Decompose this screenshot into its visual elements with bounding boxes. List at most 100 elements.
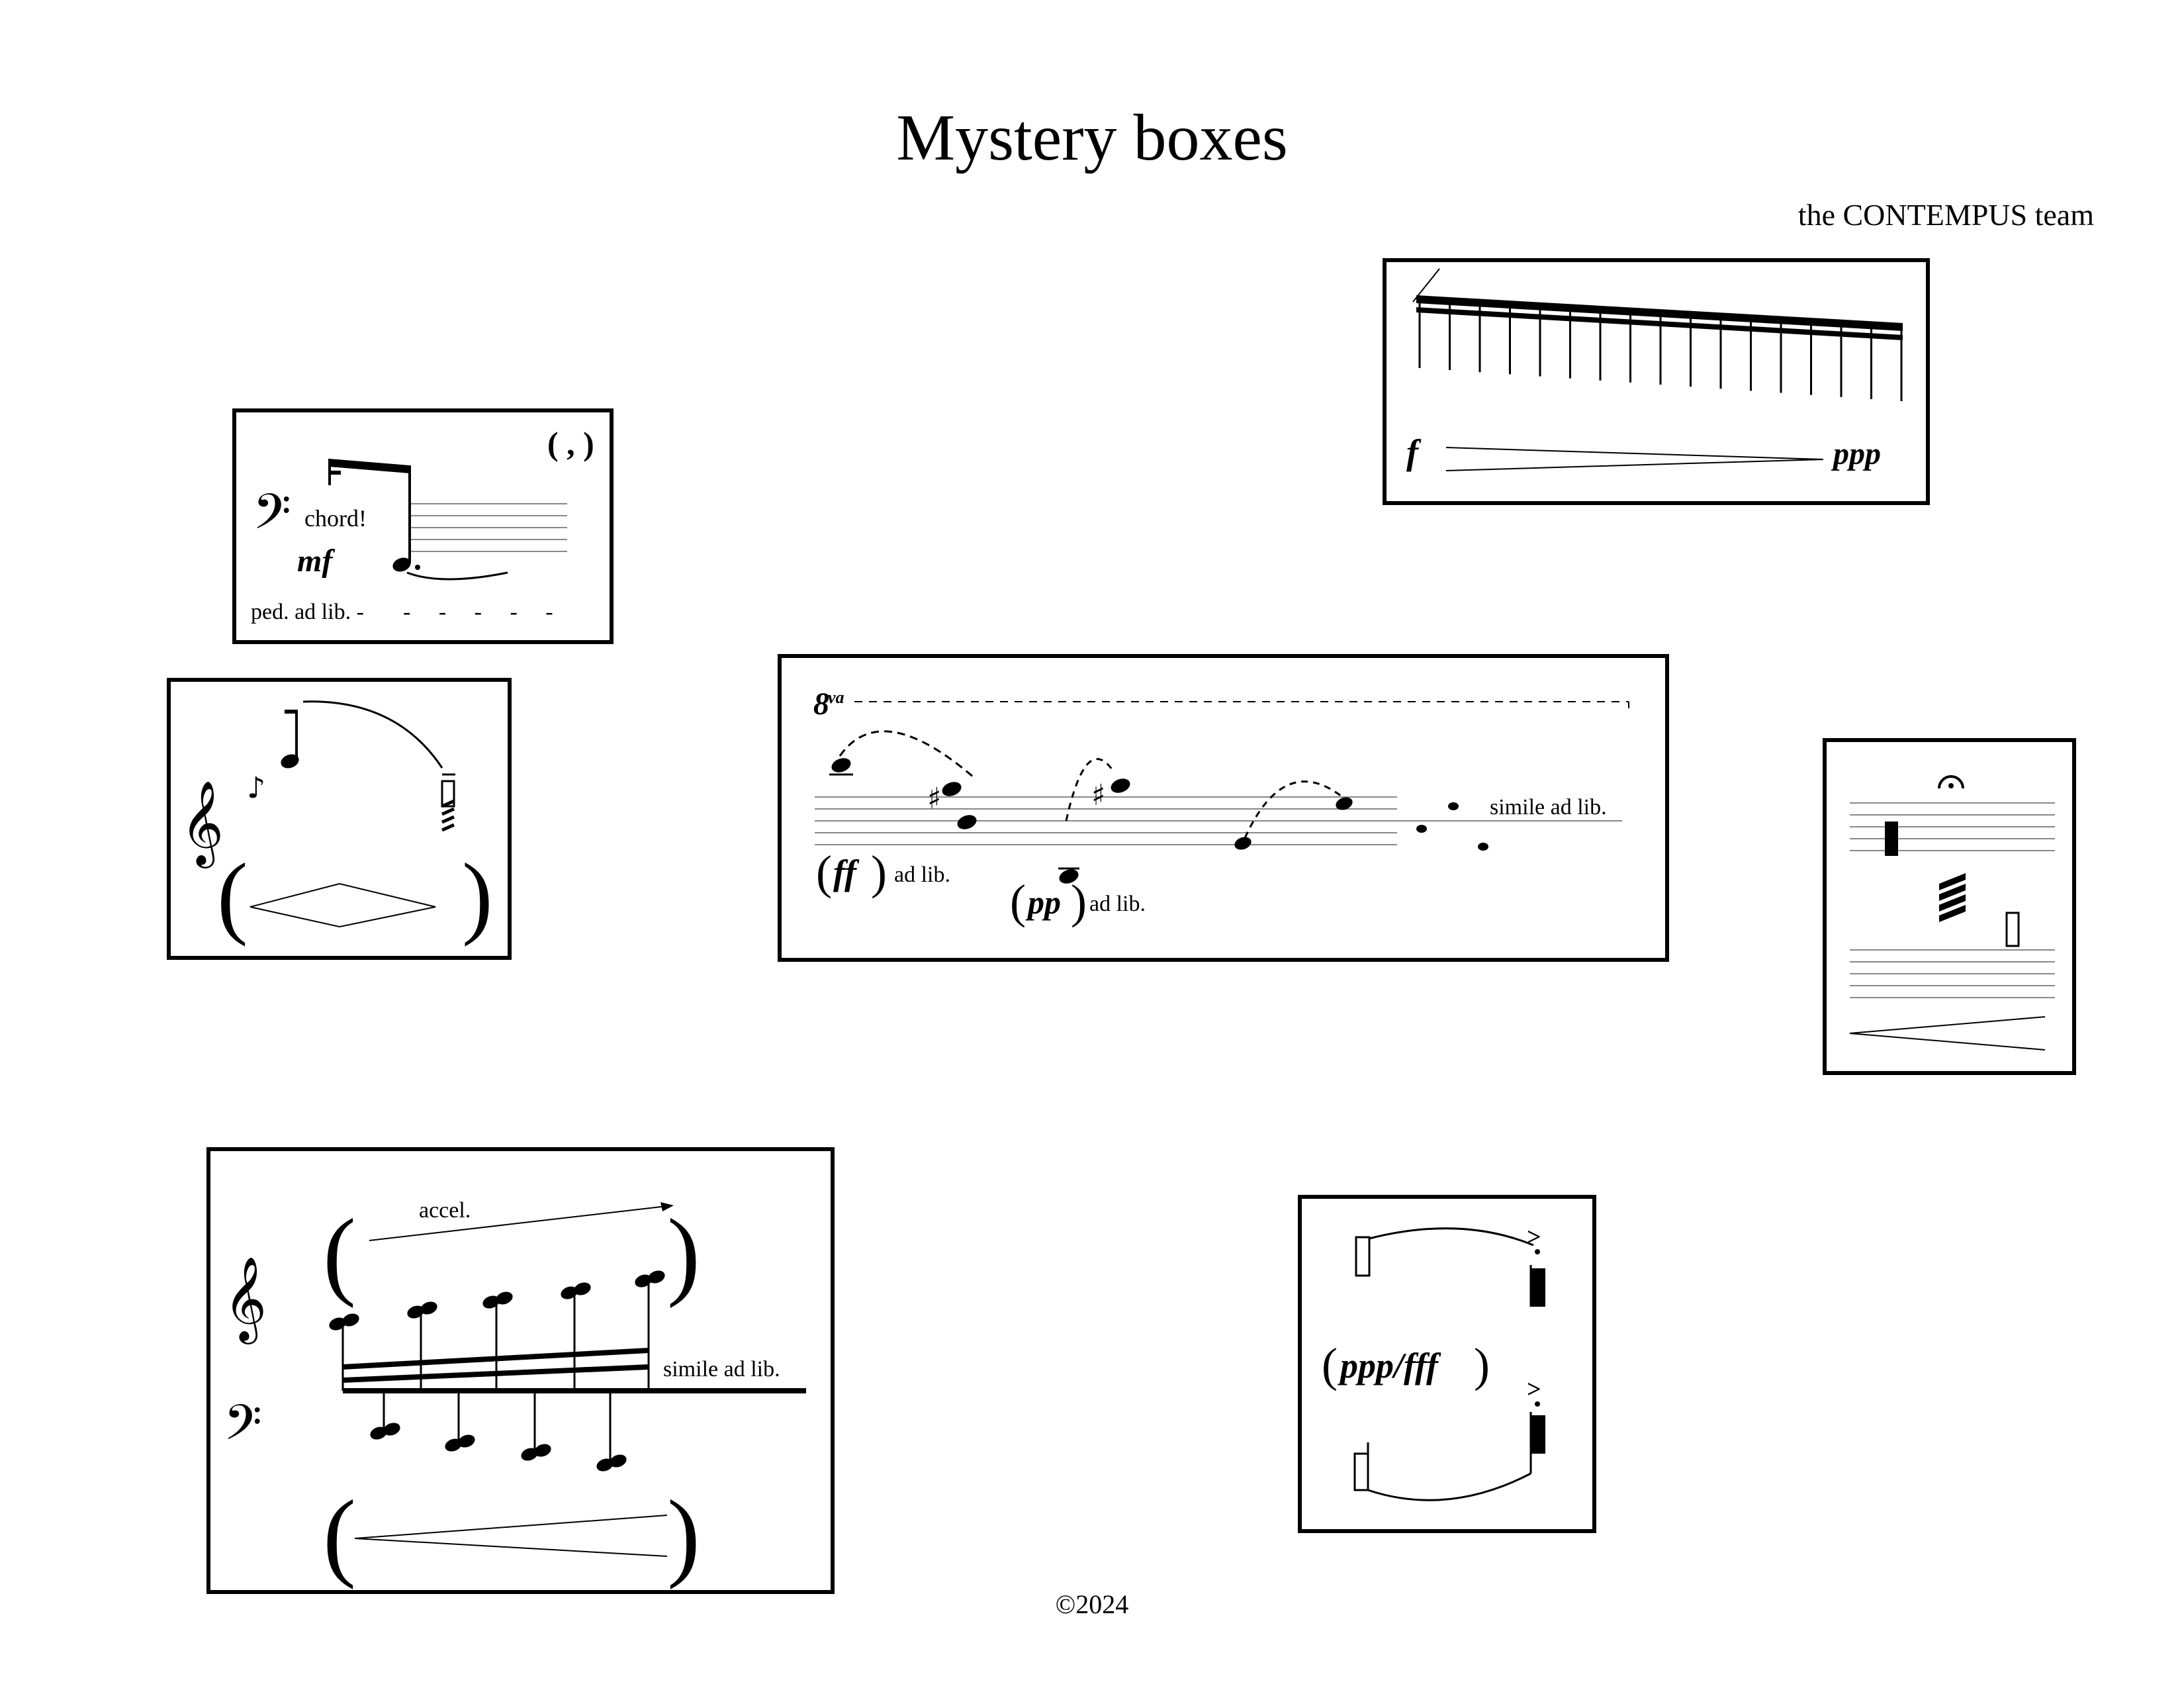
note-head — [496, 1291, 513, 1305]
note-head — [521, 1448, 538, 1461]
beam — [329, 459, 410, 473]
hairpin-diamond — [250, 882, 436, 928]
note-head — [574, 1282, 591, 1295]
paren-open: ( — [1322, 1338, 1338, 1391]
tie — [406, 571, 508, 581]
filled-note-bottom — [1531, 1415, 1545, 1454]
slur — [302, 700, 443, 769]
paren-open-top: ( — [323, 1199, 356, 1309]
grace-note-notation: 𝄞 ♪ ( ) — [181, 700, 493, 947]
simile-ad-lib: simile ad lib. — [1490, 795, 1607, 820]
paren-close-top: ) — [667, 1199, 700, 1309]
paren-open-ff: ( — [816, 846, 832, 899]
pedal-marking: ped. ad lib. - — [251, 600, 364, 624]
dynamic-f: f — [1406, 432, 1422, 472]
tremolo-notation: f ppp — [1406, 268, 1903, 472]
dynamic-ppp-fff: ppp/fff — [1338, 1346, 1441, 1385]
accel-notation: ( ) accel. 𝄞 𝄢 simile ad lib. ( ) — [224, 1198, 806, 1590]
note-head — [383, 1423, 400, 1436]
hairpin-open-paren: ( — [217, 845, 248, 947]
open-note-bottom — [1353, 1452, 1369, 1491]
note-head — [635, 1274, 652, 1288]
open-note — [2005, 912, 2020, 947]
ottava-mark: 8 — [813, 686, 829, 722]
note-head — [482, 1295, 500, 1309]
decrescendo-hairpin — [1445, 447, 1824, 471]
fermata-notation — [1849, 775, 2055, 1051]
slur-dashed-3 — [1244, 780, 1345, 839]
accent-notation: > ( ppp/fff ) > — [1322, 1223, 1545, 1501]
chord-box[interactable]: 𝄢 chord! mf ped. ad lib. - - - - - - ( ,… — [232, 408, 614, 644]
copyright-notice: ©2024 — [1055, 1589, 1129, 1619]
slur-bottom — [1367, 1472, 1531, 1501]
sharp-icon: ♯ — [927, 782, 941, 816]
pedal-dashes: - - - - - — [403, 600, 553, 624]
note-head — [534, 1444, 551, 1457]
note-head — [342, 1313, 359, 1327]
ad-lib-1: ad lib. — [894, 863, 950, 887]
staff-bar — [343, 1388, 806, 1393]
accent-icon-2: > — [1527, 1376, 1541, 1403]
simile-ad-lib: simile ad lib. — [663, 1357, 780, 1382]
dynamic-ff: ff — [833, 853, 860, 892]
chord-label: chord! — [304, 505, 367, 532]
paren-open-pp: ( — [1010, 875, 1026, 928]
ottava-notation: 8 va ♯ ♯ simile ad lib. ( ff ) ad — [813, 686, 1629, 928]
decrescendo-hairpin — [354, 1515, 668, 1557]
treble-clef-icon: 𝄞 — [224, 1256, 267, 1344]
note-head — [420, 1301, 437, 1315]
note-head — [610, 1454, 627, 1468]
sharp-icon-2: ♯ — [1091, 778, 1105, 812]
ottava-superscript: va — [828, 688, 844, 707]
note-head — [561, 1286, 578, 1299]
note-head — [329, 1317, 346, 1331]
ad-lib-2: ad lib. — [1089, 892, 1146, 916]
dotted-note — [392, 557, 411, 572]
accel-notes — [329, 1270, 665, 1472]
note-head — [445, 1438, 462, 1452]
note-head — [596, 1458, 614, 1472]
accel-box[interactable]: ( ) accel. 𝄞 𝄢 simile ad lib. ( ) — [206, 1147, 835, 1594]
staff-lines — [815, 796, 1397, 845]
bass-clef-icon: 𝄢 — [224, 1394, 262, 1464]
chord-box-notation: 𝄢 chord! mf ped. ad lib. - - - - - - ( ,… — [251, 425, 594, 624]
paren-close-pp: ) — [1071, 875, 1087, 928]
filled-note-top — [1531, 1268, 1545, 1307]
fermata-icon — [1938, 775, 1964, 789]
accent-box[interactable]: > ( ppp/fff ) > — [1298, 1195, 1596, 1533]
breath-mark: ( , ) — [547, 425, 594, 462]
rest-block — [1885, 821, 1898, 856]
ottava-box[interactable]: 8 va ♯ ♯ simile ad lib. ( ff ) ad — [778, 654, 1669, 962]
accent-icon: > — [1527, 1223, 1541, 1251]
bass-clef-icon: 𝄢 — [253, 483, 291, 553]
note-head — [407, 1305, 424, 1319]
note-head — [648, 1270, 665, 1284]
paren-close: ) — [1474, 1338, 1490, 1391]
accel-label: accel. — [419, 1198, 471, 1223]
hairpin-close-paren: ) — [462, 845, 493, 947]
stems — [1418, 297, 1903, 401]
note-head — [281, 754, 299, 769]
slur-top — [1369, 1227, 1534, 1246]
dynamic-pp: pp — [1025, 884, 1061, 921]
grace-note-box[interactable]: 𝄞 ♪ ( ) — [167, 678, 512, 960]
slur-dashed-1 — [839, 730, 974, 778]
fermata-box[interactable] — [1823, 738, 2076, 1075]
crescendo-hairpin — [1849, 1016, 2046, 1051]
open-note-top — [1355, 1236, 1371, 1277]
paren-open-bottom: ( — [323, 1480, 356, 1590]
dynamic-ppp: ppp — [1831, 436, 1881, 471]
paren-close-bottom: ) — [667, 1480, 700, 1590]
tremolo-icon — [1939, 873, 1966, 922]
grace-note-icon: ♪ — [247, 771, 265, 805]
note-head — [458, 1434, 475, 1448]
paren-close-ff: ) — [871, 846, 887, 899]
treble-clef-icon: 𝄞 — [181, 780, 224, 868]
slur-dashed-2 — [1065, 758, 1115, 821]
tremolo-box[interactable]: f ppp — [1383, 258, 1930, 505]
page-title: Mystery boxes — [896, 101, 1288, 174]
note-head — [370, 1427, 387, 1440]
composer-credit: the CONTEMPUS team — [1797, 198, 2094, 232]
dynamic-mf: mf — [297, 543, 335, 579]
accel-arrow — [369, 1205, 668, 1241]
